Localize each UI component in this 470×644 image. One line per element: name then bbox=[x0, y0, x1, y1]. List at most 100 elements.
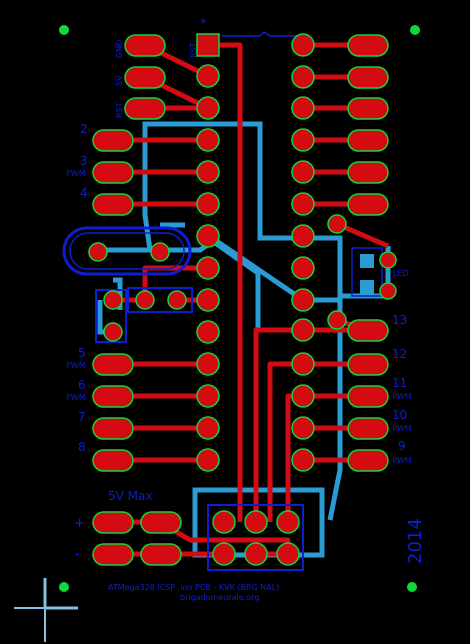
header-pad-gnd bbox=[124, 34, 166, 57]
chip-pad bbox=[291, 288, 315, 312]
small-pads bbox=[88, 214, 397, 566]
led-body bbox=[360, 254, 374, 294]
icsp-pad bbox=[276, 510, 300, 534]
header-pad bbox=[347, 319, 389, 342]
capacitor-pad bbox=[167, 290, 187, 310]
led-pad bbox=[379, 282, 397, 300]
chip-pad bbox=[291, 318, 315, 342]
pin-label-11: 11 bbox=[392, 376, 407, 390]
mount-hole bbox=[410, 25, 420, 35]
led-pad bbox=[379, 251, 397, 269]
year-label: 2014 bbox=[405, 518, 426, 564]
capacitor-pad bbox=[135, 290, 155, 310]
header-pad bbox=[92, 129, 134, 152]
power-minus-label: - bbox=[75, 547, 80, 562]
pin-label-8: 8 bbox=[78, 440, 86, 454]
chip-pad bbox=[196, 384, 220, 408]
chip-label-rst: RST bbox=[189, 42, 198, 58]
header-pad bbox=[92, 353, 134, 376]
header-pad bbox=[347, 161, 389, 184]
chip-pad bbox=[196, 160, 220, 184]
header-pad bbox=[347, 353, 389, 376]
capacitor-outline bbox=[127, 287, 193, 313]
header-label-gnd: GND bbox=[115, 40, 124, 58]
header-pad bbox=[347, 66, 389, 89]
chip-pads-left bbox=[196, 33, 220, 472]
chip-pad bbox=[291, 33, 315, 57]
pin-label-9: 9 bbox=[398, 439, 406, 453]
icsp-pad bbox=[212, 510, 236, 534]
pin-label-7: 7 bbox=[78, 410, 86, 424]
pwm-label: PWM bbox=[392, 392, 412, 401]
mount-hole bbox=[407, 582, 417, 592]
header-pad bbox=[347, 449, 389, 472]
pin-label-3: 3 bbox=[80, 154, 88, 168]
silkscreen-labels: * GND 5V RST RST 2 3 PWM 4 5 PWM 6 PWM 7… bbox=[66, 17, 426, 602]
power-plus-label: + bbox=[74, 516, 85, 531]
chip-pad bbox=[291, 65, 315, 89]
header-pad bbox=[92, 161, 134, 184]
resistor-pad bbox=[327, 214, 347, 234]
resistor-pad bbox=[327, 310, 347, 330]
pin-label-10: 10 bbox=[392, 408, 407, 422]
chip-pad bbox=[196, 256, 220, 280]
chip-pad bbox=[196, 96, 220, 120]
icsp-pad bbox=[276, 542, 300, 566]
pwm-label: PWM bbox=[66, 169, 86, 178]
chip-pad bbox=[196, 416, 220, 440]
chip-pad bbox=[291, 352, 315, 376]
pin-label-13: 13 bbox=[392, 313, 407, 327]
capacitor-pad bbox=[103, 290, 123, 310]
pin-label-2: 2 bbox=[80, 122, 88, 136]
pin-label-6: 6 bbox=[78, 378, 86, 392]
chip-pad bbox=[291, 192, 315, 216]
header-pad bbox=[347, 34, 389, 57]
capacitor-pad bbox=[103, 322, 123, 342]
header-label-5v: 5V bbox=[115, 75, 124, 86]
pin-label-4: 4 bbox=[80, 186, 88, 200]
power-pad-minus bbox=[140, 543, 182, 566]
header-pad bbox=[92, 417, 134, 440]
chip-pad bbox=[291, 160, 315, 184]
header-pad bbox=[347, 97, 389, 120]
header-pad bbox=[92, 385, 134, 408]
footer-title: ATMega328 ICSP .ino PCB - KVK (BRG NAL) bbox=[108, 583, 279, 592]
header-pad bbox=[347, 417, 389, 440]
crystal-outline bbox=[62, 226, 192, 276]
chip-pad bbox=[196, 352, 220, 376]
chip-pads-right bbox=[291, 33, 315, 472]
chip-pad bbox=[291, 416, 315, 440]
power-title: 5V Max bbox=[108, 489, 152, 503]
chip-pad bbox=[196, 320, 220, 344]
pin-label-12: 12 bbox=[392, 347, 407, 361]
header-pad-5v bbox=[124, 66, 166, 89]
pwm-label: PWM bbox=[66, 361, 86, 370]
mounting-holes bbox=[59, 25, 420, 592]
power-pad-minus bbox=[92, 543, 134, 566]
header-label-rst: RST bbox=[115, 102, 124, 118]
icsp-pad bbox=[244, 510, 268, 534]
pwm-label: PWM bbox=[66, 393, 86, 402]
chip-pad bbox=[196, 64, 220, 88]
chip-pad bbox=[291, 128, 315, 152]
led-label: LED bbox=[393, 269, 409, 278]
chip-pad bbox=[196, 288, 220, 312]
icsp-outline bbox=[207, 504, 304, 571]
power-pad-plus bbox=[140, 511, 182, 534]
crystal-pad bbox=[150, 242, 170, 262]
pwm-label: PWM bbox=[392, 456, 412, 465]
header-pad bbox=[347, 193, 389, 216]
header-pad bbox=[347, 385, 389, 408]
origin-cross bbox=[14, 578, 78, 642]
header-pad bbox=[92, 449, 134, 472]
chip-pad bbox=[291, 256, 315, 280]
chip-pad bbox=[291, 384, 315, 408]
footer-url: brigadomeurale.org bbox=[180, 593, 259, 602]
top-marker: * bbox=[200, 17, 207, 32]
chip-pin-1-pad bbox=[196, 33, 220, 57]
chip-pad bbox=[291, 224, 315, 248]
silkscreen bbox=[62, 31, 383, 571]
header-pad-rst bbox=[124, 97, 166, 120]
chip-pad bbox=[196, 192, 220, 216]
